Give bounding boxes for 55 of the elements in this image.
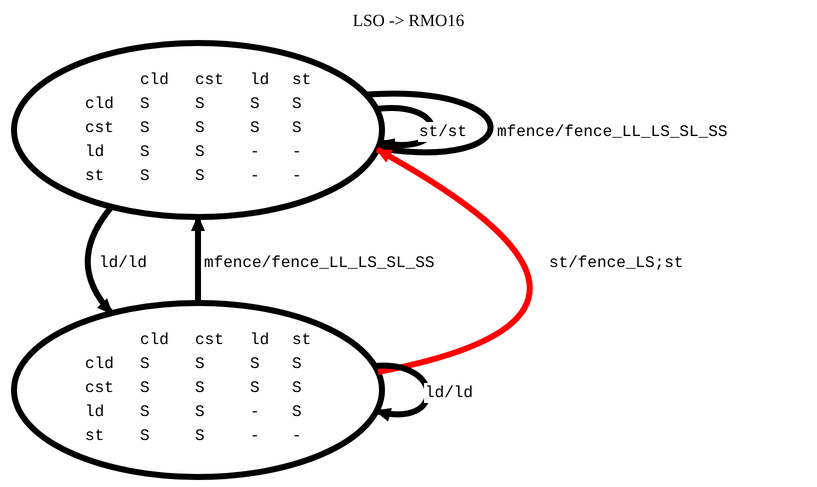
table-cell: cst (85, 378, 114, 398)
table-cell: S (195, 142, 205, 162)
table-cell: S (250, 118, 260, 138)
arrow (374, 363, 431, 421)
table-cell: cst (195, 330, 224, 350)
table-cell: S (140, 118, 150, 138)
table-cell: ld (250, 330, 270, 350)
table-cell: - (250, 426, 260, 446)
table-cell: S (250, 354, 260, 374)
table-cell: cld (85, 354, 114, 374)
table-cell: S (292, 378, 302, 398)
table-cell: S (140, 166, 150, 186)
table-cell: S (195, 426, 205, 446)
table-cell: S (140, 94, 150, 114)
arrow (376, 146, 532, 375)
table-cell: ld (85, 142, 104, 162)
edge-label: ld/ld (424, 383, 474, 403)
table-cell: - (250, 166, 260, 186)
table-cell: S (292, 118, 302, 138)
table-cell: cst (85, 118, 114, 138)
table-cell: S (140, 142, 150, 162)
table-cell: S (250, 94, 260, 114)
table-cell: S (250, 378, 260, 398)
table-cell: cld (85, 94, 114, 114)
table-cell: - (292, 166, 302, 186)
table-cell: S (140, 402, 150, 422)
table-cell: S (140, 426, 150, 446)
edge-label: st/fence_LS;st (548, 253, 684, 273)
table-cell: S (292, 94, 302, 114)
table-cell: S (292, 402, 302, 422)
diagram-title: LSO -> RMO16 (352, 10, 466, 32)
table-cell: cld (140, 70, 169, 90)
arrow (366, 90, 494, 157)
table-cell: ld (250, 70, 270, 90)
table-cell: st (292, 70, 312, 90)
table-cell: - (250, 402, 260, 422)
table-cell: S (140, 354, 150, 374)
table-cell: S (195, 94, 205, 114)
edge-label: st/st (418, 122, 468, 142)
table-cell: - (292, 426, 302, 446)
table-cell: - (250, 142, 260, 162)
table-cell: st (292, 330, 312, 350)
table-cell: S (195, 354, 205, 374)
table-cell: S (140, 378, 150, 398)
table-cell: ld (85, 402, 104, 422)
table-cell: cld (140, 330, 169, 350)
table-cell: cst (195, 70, 224, 90)
table-cell: st (85, 166, 104, 186)
table-cell: S (195, 118, 205, 138)
table-cell: st (85, 426, 104, 446)
table-cell: S (195, 166, 205, 186)
table-cell: S (195, 402, 205, 422)
table-cell: - (292, 142, 302, 162)
table-cell: S (292, 354, 302, 374)
table-cell: S (195, 378, 205, 398)
